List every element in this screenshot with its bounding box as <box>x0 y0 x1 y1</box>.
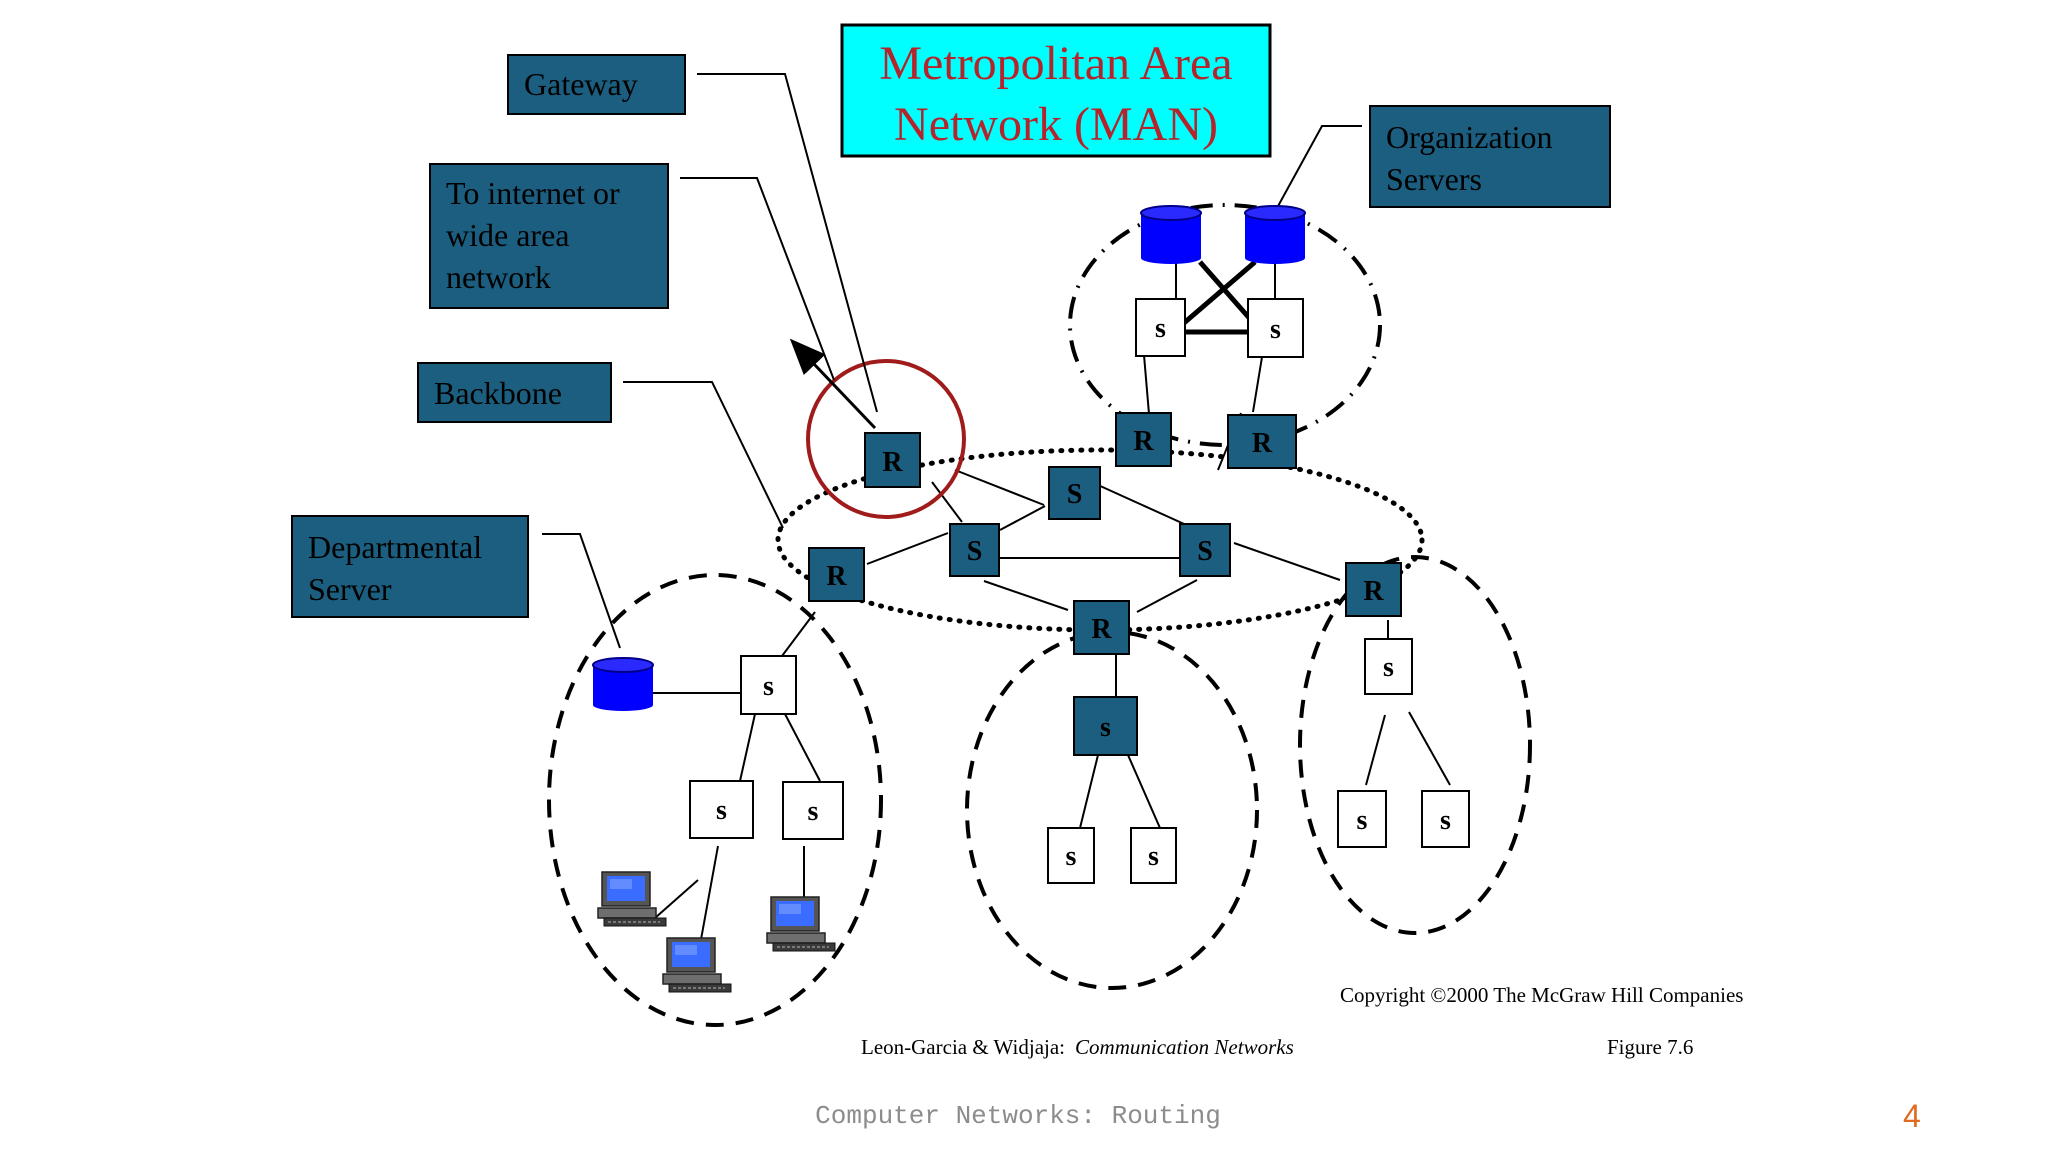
gateway-highlight-circle <box>806 359 966 519</box>
backbone-switch-left: S <box>949 523 1000 577</box>
internet-label-line-3: network <box>446 259 551 295</box>
router-organization-left: R <box>1115 412 1172 467</box>
svg-text:s: s <box>808 796 819 827</box>
svg-text:R: R <box>826 561 847 592</box>
gateway-label-text: Gateway <box>524 66 638 102</box>
svg-text:S: S <box>1067 479 1083 510</box>
svg-text:R: R <box>1091 614 1112 645</box>
internet-arrow <box>789 338 877 430</box>
dept-right-switch-a: s <box>1337 790 1387 848</box>
svg-text:s: s <box>1440 805 1451 836</box>
department-region-left <box>547 573 883 1027</box>
svg-text:R: R <box>882 447 903 478</box>
org-switch-right: s <box>1247 298 1304 358</box>
slide-footer-title: Computer Networks: Routing <box>815 1101 1221 1131</box>
organization-server-1-icon <box>1140 205 1202 264</box>
svg-text:s: s <box>1270 314 1281 345</box>
svg-text:R: R <box>1252 428 1273 459</box>
backbone-label-text: Backbone <box>434 375 562 411</box>
organization-servers-label: Organization Servers <box>1369 105 1611 208</box>
svg-text:s: s <box>1155 313 1166 344</box>
departmental-server-label-line-2: Server <box>308 571 392 607</box>
svg-text:s: s <box>763 671 774 702</box>
departmental-server-label-line-1: Departmental <box>308 529 482 565</box>
slide-page-number: 4 <box>1903 1098 1921 1134</box>
dept-middle-switch-a: s <box>1047 827 1095 884</box>
backbone-switch-right: S <box>1179 523 1231 577</box>
organization-servers-label-line-1: Organization <box>1386 119 1552 155</box>
dept-right-switch-b: s <box>1421 790 1470 848</box>
router-gateway: R <box>864 432 921 488</box>
svg-text:s: s <box>1100 712 1111 743</box>
svg-text:s: s <box>1148 841 1159 872</box>
svg-text:s: s <box>1066 841 1077 872</box>
computer-icon <box>662 937 732 993</box>
dept-left-switch-a: s <box>689 780 754 839</box>
departmental-server-label: Departmental Server <box>291 515 529 618</box>
svg-text:s: s <box>1357 805 1368 836</box>
svg-text:s: s <box>1383 652 1394 683</box>
internet-label-line-1: To internet or <box>446 175 620 211</box>
svg-text:R: R <box>1133 426 1154 457</box>
computer-icon <box>766 896 836 952</box>
svg-text:R: R <box>1363 576 1384 607</box>
department-region-right <box>1298 555 1532 935</box>
department-switch-middle-dark: s <box>1073 696 1138 756</box>
dept-middle-switch-b: s <box>1130 827 1177 884</box>
backbone-switch-top: S <box>1048 466 1101 520</box>
backbone-label: Backbone <box>417 362 612 423</box>
dept-left-switch-top: s <box>740 655 797 715</box>
gateway-label: Gateway <box>507 54 686 115</box>
org-switch-left: s <box>1135 298 1186 357</box>
figure-number: Figure 7.6 <box>1607 1035 1693 1059</box>
svg-text:S: S <box>967 536 983 567</box>
title-box: Metropolitan Area Network (MAN) <box>840 23 1272 158</box>
departmental-server-icon <box>592 657 654 711</box>
dept-left-switch-b: s <box>782 781 844 840</box>
computer-icon <box>597 871 667 927</box>
organization-region <box>1068 203 1382 447</box>
title-line-1: Metropolitan Area <box>879 37 1232 90</box>
internet-label: To internet or wide area network <box>429 163 669 309</box>
svg-text:s: s <box>716 795 727 826</box>
router-backbone-left: R <box>808 547 865 602</box>
title-line-2: Network (MAN) <box>894 98 1218 151</box>
callout-leaders <box>542 73 1362 649</box>
department-region-middle <box>965 630 1259 990</box>
organization-server-2-icon <box>1244 205 1306 264</box>
copyright-text: Copyright ©2000 The McGraw Hill Companie… <box>1340 983 1743 1007</box>
router-backbone-bottom: R <box>1073 600 1130 655</box>
organization-servers-label-line-2: Servers <box>1386 161 1482 197</box>
internet-label-line-2: wide area <box>446 217 569 253</box>
dept-right-switch-top: s <box>1364 638 1413 695</box>
citation-text: Leon-Garcia & Widjaja:Communication Netw… <box>861 1035 1294 1059</box>
router-backbone-right: R <box>1345 562 1402 617</box>
router-organization-right: R <box>1227 414 1297 469</box>
svg-text:S: S <box>1197 536 1213 567</box>
